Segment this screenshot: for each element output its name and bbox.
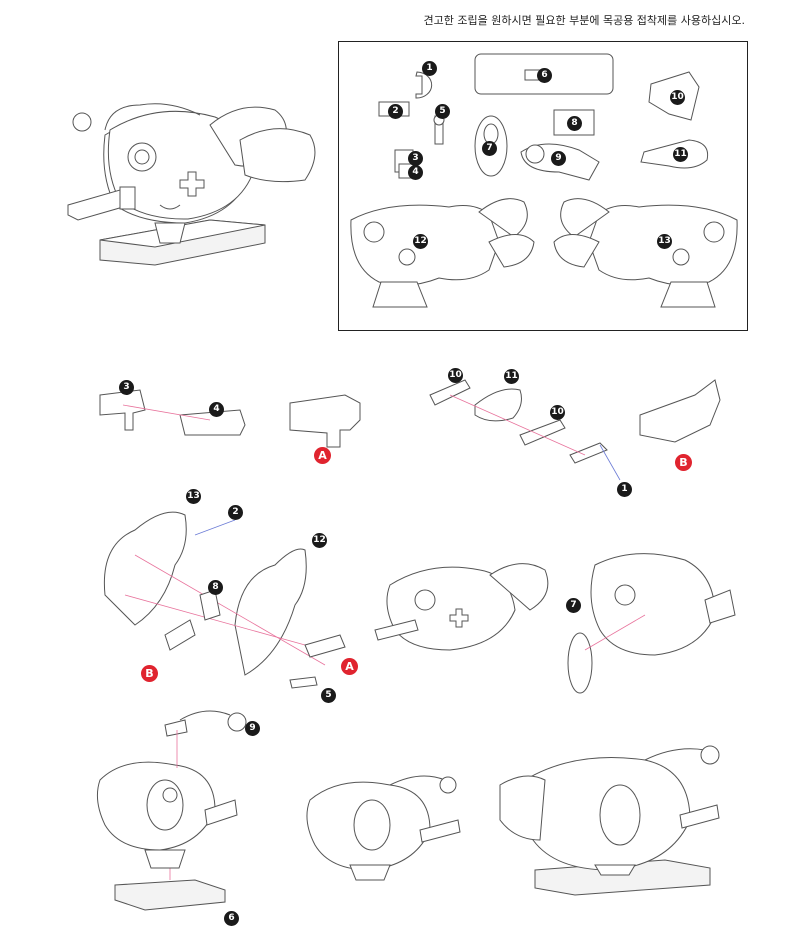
part-badge-5: 5 bbox=[435, 104, 450, 119]
part-badge-9: 9 bbox=[551, 151, 566, 166]
step-badge-3: 3 bbox=[119, 380, 134, 395]
marker-a: A bbox=[314, 447, 331, 464]
step-badge-9: 9 bbox=[245, 721, 260, 736]
step-badge-7: 7 bbox=[566, 598, 581, 613]
step-badge-4: 4 bbox=[209, 402, 224, 417]
step-badge-1: 1 bbox=[617, 482, 632, 497]
part-badge-12: 12 bbox=[413, 234, 428, 249]
step-badge-12: 12 bbox=[312, 533, 327, 548]
step-badge-6: 6 bbox=[224, 911, 239, 926]
assembly-step-7 bbox=[567, 553, 736, 694]
assembly-step-3-4 bbox=[99, 389, 361, 448]
step-badge-13: 13 bbox=[186, 489, 201, 504]
marker-b-step: B bbox=[141, 665, 158, 682]
assembly-complete bbox=[499, 745, 720, 896]
marker-a-step: A bbox=[341, 658, 358, 675]
assembly-intermediate-fish bbox=[374, 563, 549, 651]
part-badge-10: 10 bbox=[670, 90, 685, 105]
part-badge-1: 1 bbox=[422, 61, 437, 76]
assembly-step-13-12 bbox=[103, 511, 346, 689]
step-badge-10-top: 10 bbox=[448, 368, 463, 383]
step-badge-10-bottom: 10 bbox=[550, 405, 565, 420]
parts-sheet bbox=[338, 41, 748, 331]
step-badge-5: 5 bbox=[321, 688, 336, 703]
part-badge-3: 3 bbox=[408, 151, 423, 166]
part-badge-8: 8 bbox=[567, 116, 582, 131]
parts-drawings bbox=[350, 53, 738, 308]
step-badge-11: 11 bbox=[504, 369, 519, 384]
assembly-near-complete bbox=[306, 775, 461, 881]
part-badge-2: 2 bbox=[388, 104, 403, 119]
part-badge-11: 11 bbox=[673, 147, 688, 162]
part-badge-7: 7 bbox=[482, 141, 497, 156]
step-badge-2: 2 bbox=[228, 505, 243, 520]
part-badge-13: 13 bbox=[657, 234, 672, 249]
assembly-step-10-11 bbox=[429, 379, 721, 481]
part-badge-4: 4 bbox=[408, 165, 423, 180]
assembly-step-9-6 bbox=[96, 710, 247, 911]
part-badge-6: 6 bbox=[537, 68, 552, 83]
step-badge-8: 8 bbox=[208, 580, 223, 595]
finished-model-illustration bbox=[67, 103, 316, 266]
glue-instruction-note: 견고한 조립을 원하시면 필요한 부분에 목공용 접착제를 사용하십시오. bbox=[423, 14, 745, 27]
marker-b-top: B bbox=[675, 454, 692, 471]
